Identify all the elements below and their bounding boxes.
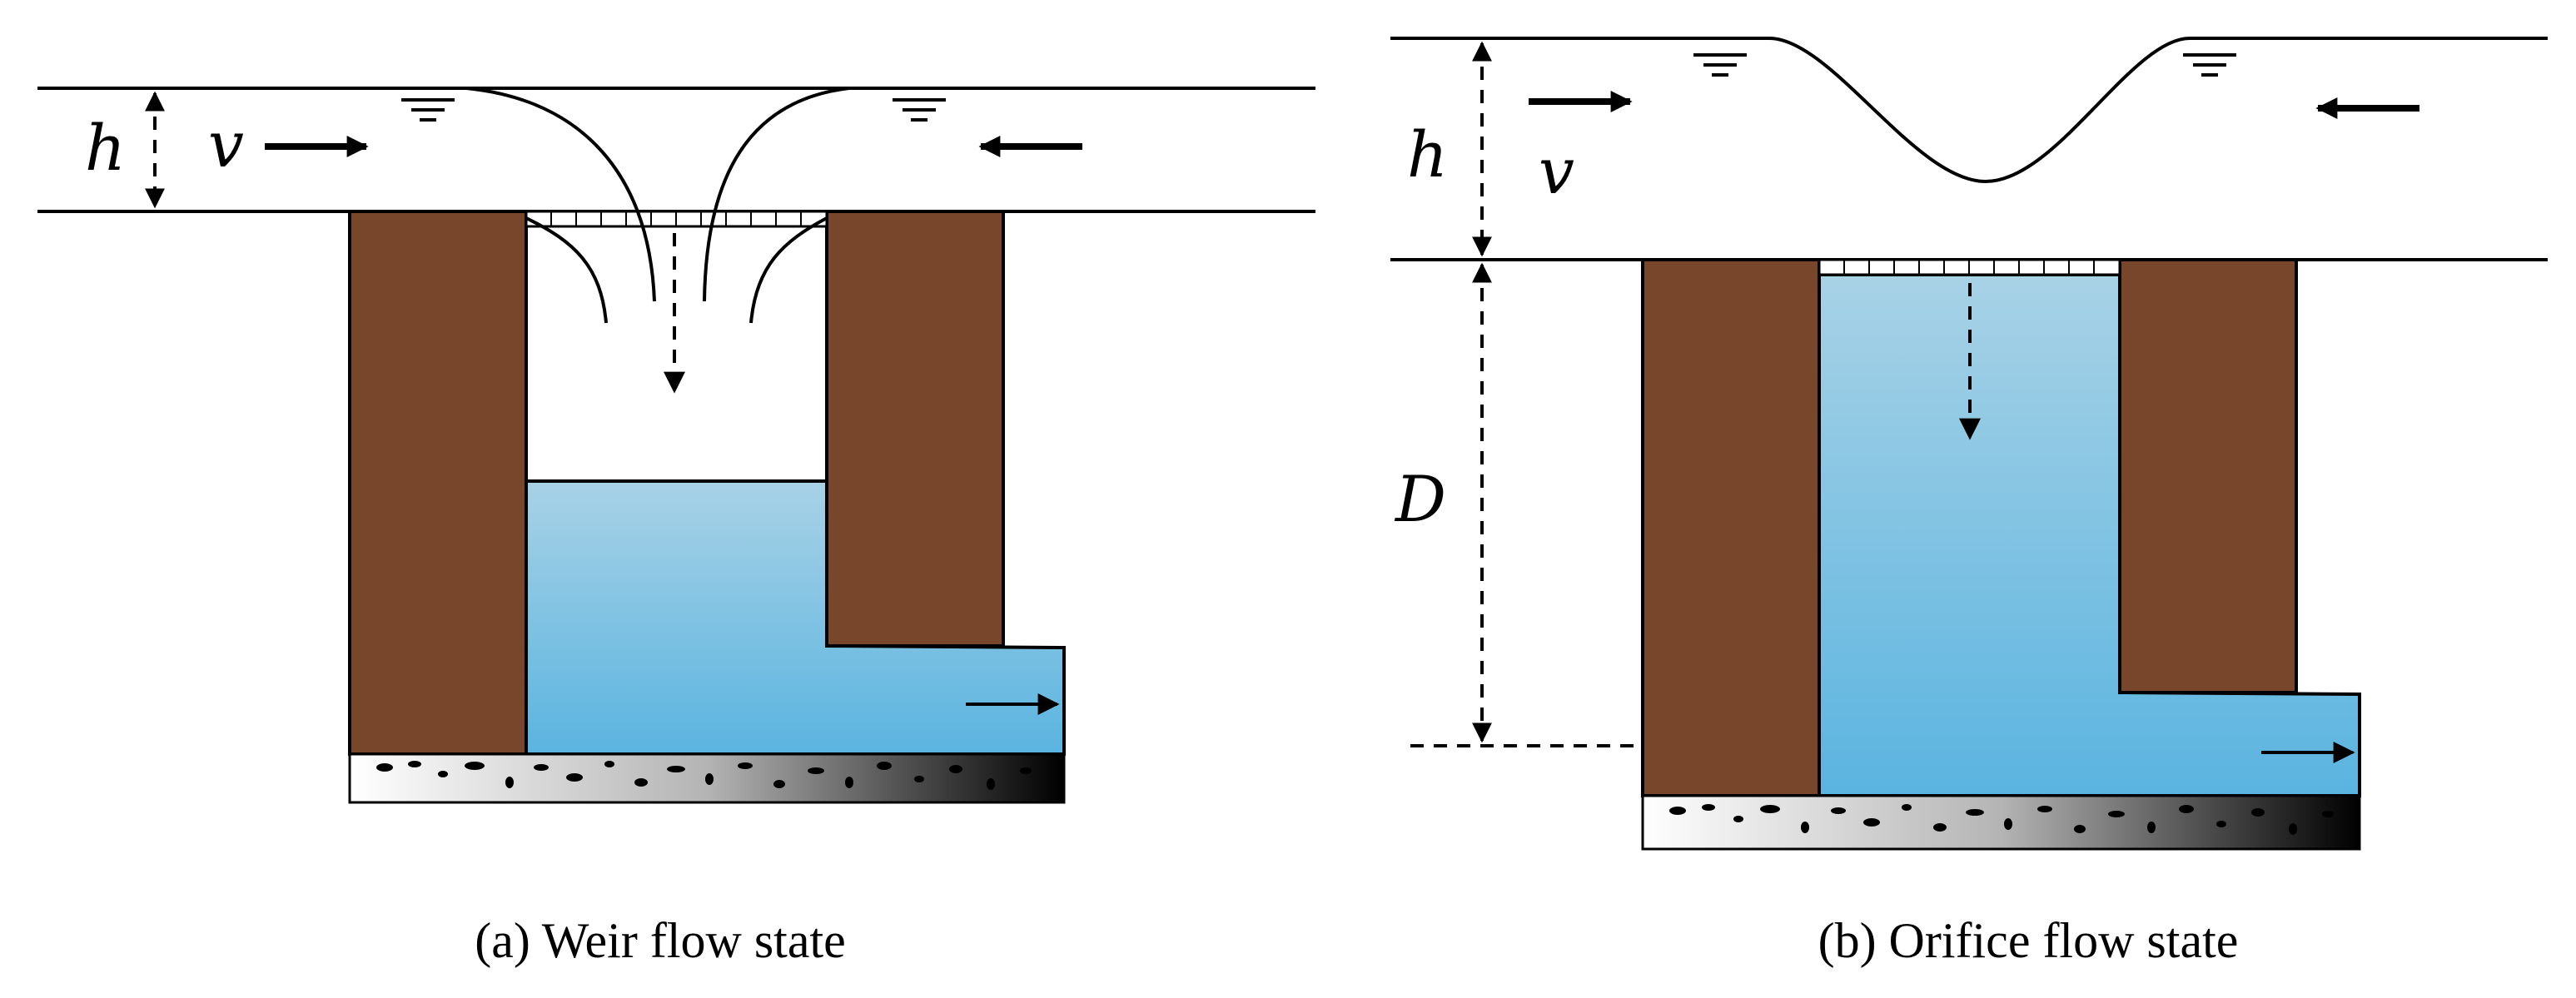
left-nappe-outer bbox=[465, 87, 656, 302]
left-nappe-inner bbox=[525, 216, 608, 324]
gravel-specks bbox=[376, 761, 1032, 790]
water-surface-symbol-left bbox=[1693, 53, 1747, 77]
right-wall bbox=[2118, 258, 2298, 694]
water-surface-symbol-right bbox=[2183, 53, 2236, 77]
left-wall bbox=[348, 210, 528, 756]
water-surface-symbol-right bbox=[893, 98, 946, 122]
velocity-symbol: v bbox=[1539, 134, 1574, 208]
right-nappe-outer bbox=[703, 87, 850, 302]
velocity-symbol: v bbox=[208, 107, 244, 181]
panel-orifice-flow: h D v (b) Orifice flow state bbox=[1390, 37, 2548, 968]
gravel-specks bbox=[1669, 804, 2334, 835]
gravel-base bbox=[1641, 794, 2361, 851]
grate-bars bbox=[550, 211, 802, 226]
head-symbol: h bbox=[1407, 117, 1448, 191]
left-wall bbox=[1641, 258, 1821, 797]
right-wall bbox=[825, 210, 1005, 648]
caption-a: (a) Weir flow state bbox=[475, 913, 846, 968]
panel-weir-flow: h v (a) Weir flow state bbox=[37, 87, 1315, 968]
caption-b: (b) Orifice flow state bbox=[1818, 913, 2239, 968]
water-surface-line bbox=[1390, 37, 2548, 184]
depth-symbol: D bbox=[1394, 462, 1446, 536]
water-surface-symbol-left bbox=[401, 98, 455, 122]
grate-bars bbox=[1843, 260, 2095, 275]
right-nappe-inner bbox=[749, 216, 828, 324]
head-symbol: h bbox=[85, 111, 126, 185]
